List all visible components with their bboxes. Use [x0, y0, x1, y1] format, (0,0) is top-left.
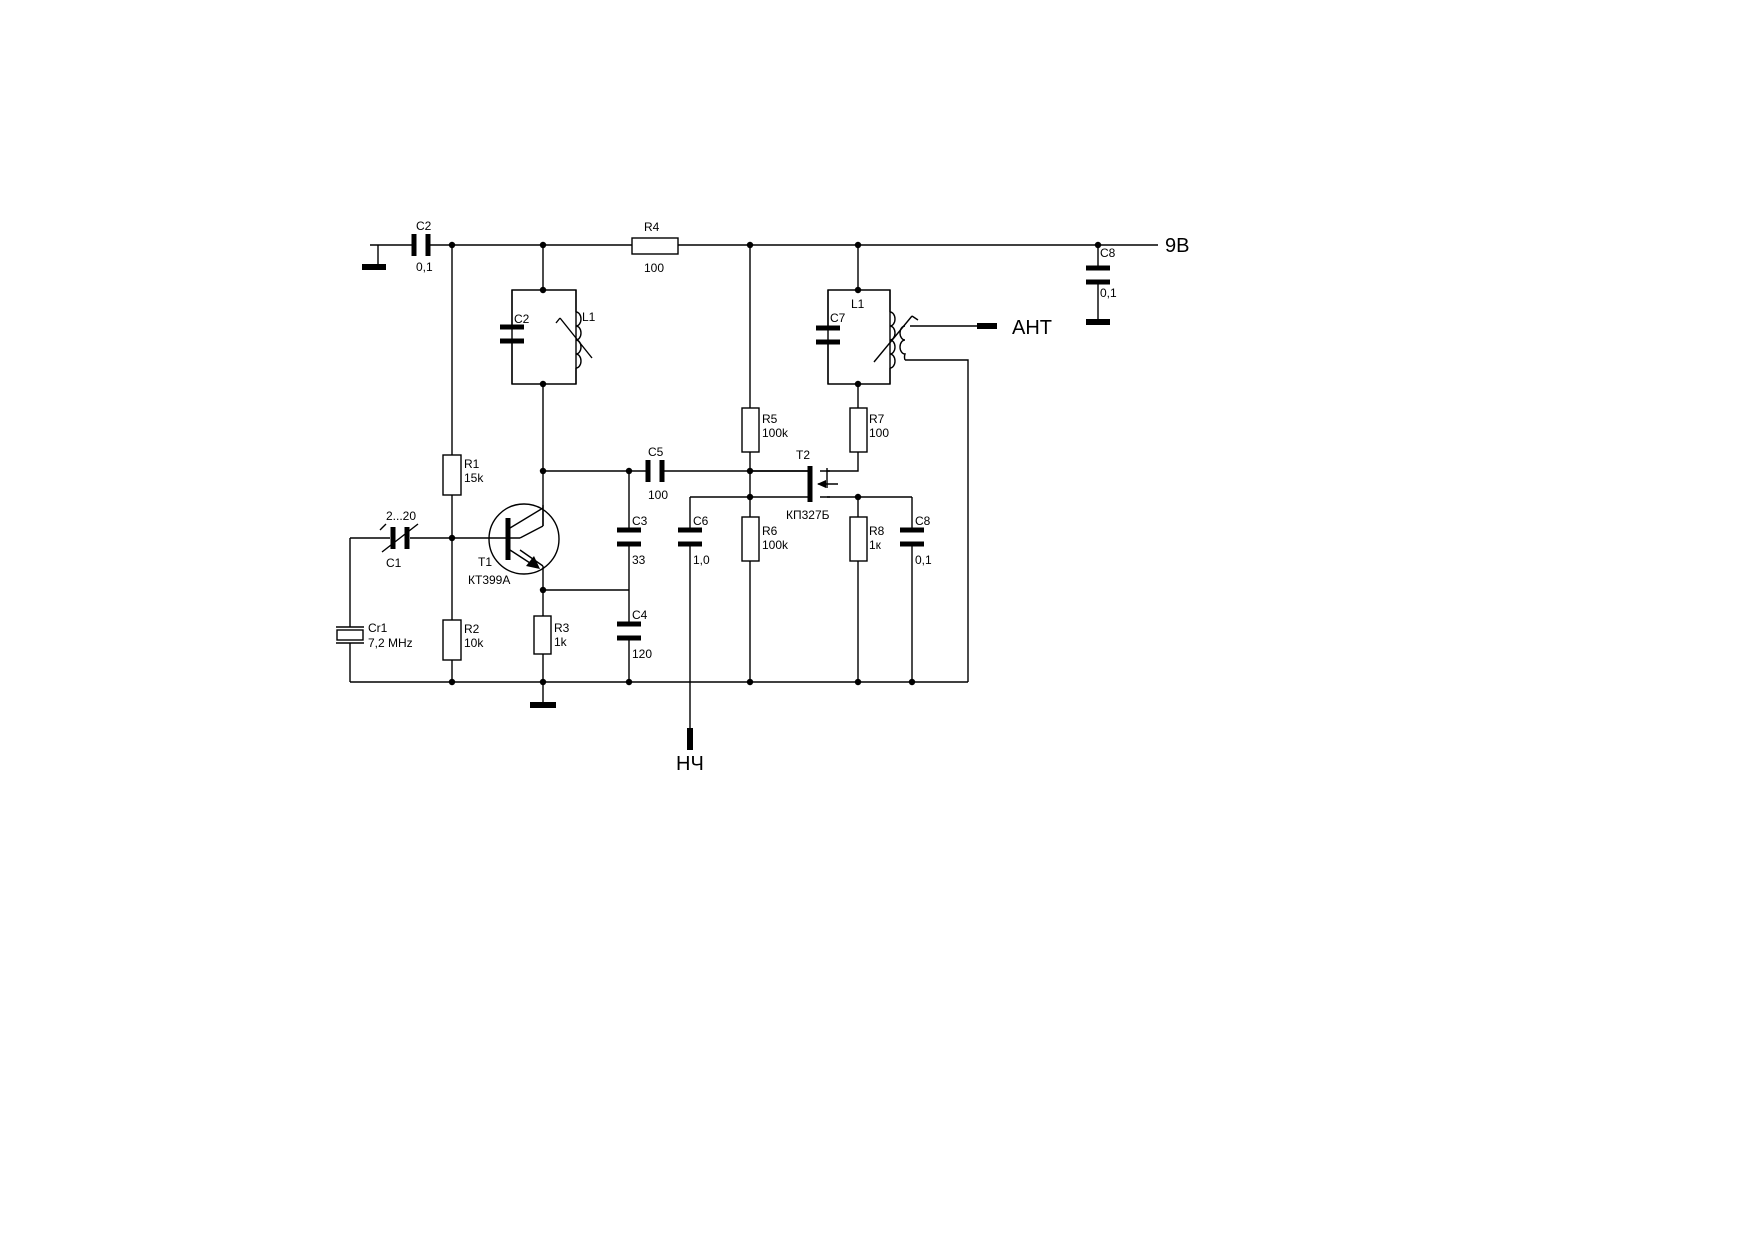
- label-c4-value: 120: [632, 647, 652, 661]
- label-r4-value: 100: [644, 261, 664, 275]
- label-c7-name: C7: [830, 311, 846, 325]
- capacitor-c1-trimmer: [379, 523, 419, 553]
- label-r2-name: R2: [464, 622, 480, 636]
- label-r6-name: R6: [762, 524, 778, 538]
- label-r7-name: R7: [869, 412, 885, 426]
- label-r1-name: R1: [464, 457, 480, 471]
- label-t1-type: КТ399А: [468, 573, 510, 587]
- label-c8-top-value: 0,1: [1100, 286, 1117, 300]
- label-cr1-name: Cr1: [368, 621, 388, 635]
- label-r1-value: 15k: [464, 471, 484, 485]
- label-c3-name: C3: [632, 514, 648, 528]
- label-r8-value: 1к: [869, 538, 882, 552]
- resistor-r2: [442, 619, 462, 661]
- label-r5-value: 100k: [762, 426, 789, 440]
- capacitor-c8-bottom: [900, 527, 924, 547]
- label-c2-tank-name: C2: [514, 312, 530, 326]
- resistor-r3: [533, 615, 552, 655]
- resistor-r1: [442, 454, 462, 496]
- label-c1-range: 2...20: [386, 509, 416, 523]
- capacitor-c5: [645, 460, 665, 482]
- capacitor-c8-top: [1086, 265, 1110, 285]
- label-t2-name: T2: [796, 448, 810, 462]
- label-antenna: АНТ: [1012, 317, 1052, 339]
- label-r2-value: 10k: [464, 636, 484, 650]
- label-r6-value: 100k: [762, 538, 789, 552]
- capacitor-c2-tank: [500, 324, 524, 344]
- capacitor-c6: [678, 527, 702, 547]
- label-r7-value: 100: [869, 426, 889, 440]
- label-c8-bottom-name: C8: [915, 514, 931, 528]
- capacitor-c3: [617, 527, 641, 547]
- capacitor-c4: [617, 621, 641, 641]
- label-c8-bottom-value: 0,1: [915, 553, 932, 567]
- transistor-t2: [807, 466, 838, 502]
- label-c2-top-value: 0,1: [416, 260, 433, 274]
- label-c6-value: 1,0: [693, 553, 710, 567]
- resistor-r7: [849, 407, 868, 453]
- label-c3-value: 33: [632, 553, 646, 567]
- label-t2-type: КП327Б: [786, 508, 830, 522]
- label-supply-voltage: 9В: [1165, 235, 1189, 257]
- label-cr1-value: 7,2 MHz: [368, 636, 413, 650]
- label-r5-name: R5: [762, 412, 778, 426]
- inductor-l1-left: [555, 311, 593, 369]
- label-r3-value: 1k: [554, 635, 568, 649]
- inductor-l1-right: [873, 311, 919, 369]
- ground-symbol-t1: [530, 702, 556, 708]
- label-c4-name: C4: [632, 608, 648, 622]
- label-t1-name: T1: [478, 555, 492, 569]
- transistor-t1: [488, 503, 560, 575]
- ground-symbol-c8: [1086, 319, 1110, 325]
- crystal-cr1: [336, 626, 364, 644]
- label-r3-name: R3: [554, 621, 570, 635]
- label-c1-name: C1: [386, 556, 402, 570]
- label-c5-value: 100: [648, 488, 668, 502]
- label-r4-name: R4: [644, 220, 660, 234]
- ground-symbol-left: [362, 264, 386, 270]
- label-l1-right-name: L1: [851, 297, 865, 311]
- label-c5-name: C5: [648, 445, 664, 459]
- capacitor-c2-top: [411, 234, 431, 256]
- labels: C2 0,1 R4 100 C8 0,1 9В C2 L1 C7 L1 АНТ …: [368, 219, 1189, 775]
- resistor-r5: [741, 407, 760, 453]
- label-c2-top-name: C2: [416, 219, 432, 233]
- junction-dots: [448, 241, 1102, 686]
- lf-output-terminal: [687, 728, 693, 750]
- resistor-r4: [631, 237, 679, 255]
- antenna-terminal: [977, 323, 997, 329]
- label-l1-left-name: L1: [582, 310, 596, 324]
- label-lf-output: НЧ: [676, 753, 704, 775]
- capacitor-c7: [816, 325, 840, 345]
- label-r8-name: R8: [869, 524, 885, 538]
- resistor-r6: [741, 516, 760, 562]
- label-c8-top-name: C8: [1100, 246, 1116, 260]
- label-c6-name: C6: [693, 514, 709, 528]
- resistor-r8: [849, 516, 868, 562]
